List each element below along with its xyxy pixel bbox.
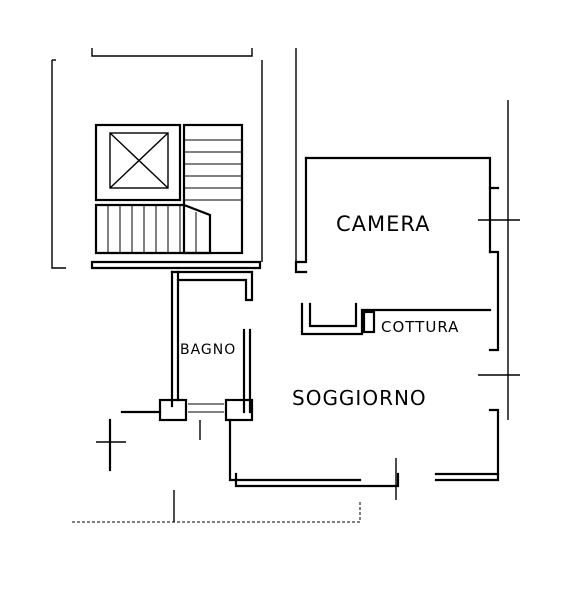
bagno-walls <box>158 270 254 422</box>
staircase <box>94 123 244 255</box>
entrance-walls <box>96 410 238 482</box>
stair-enclosure <box>51 48 263 270</box>
room-label-bagno: BAGNO <box>180 342 237 358</box>
room-label-soggiorno: SOGGIORNO <box>292 386 427 410</box>
room-label-camera: CAMERA <box>336 212 431 236</box>
room-label-cottura: COTTURA <box>381 318 460 336</box>
lift-shaft <box>94 123 182 202</box>
apartment-walls <box>72 48 520 523</box>
